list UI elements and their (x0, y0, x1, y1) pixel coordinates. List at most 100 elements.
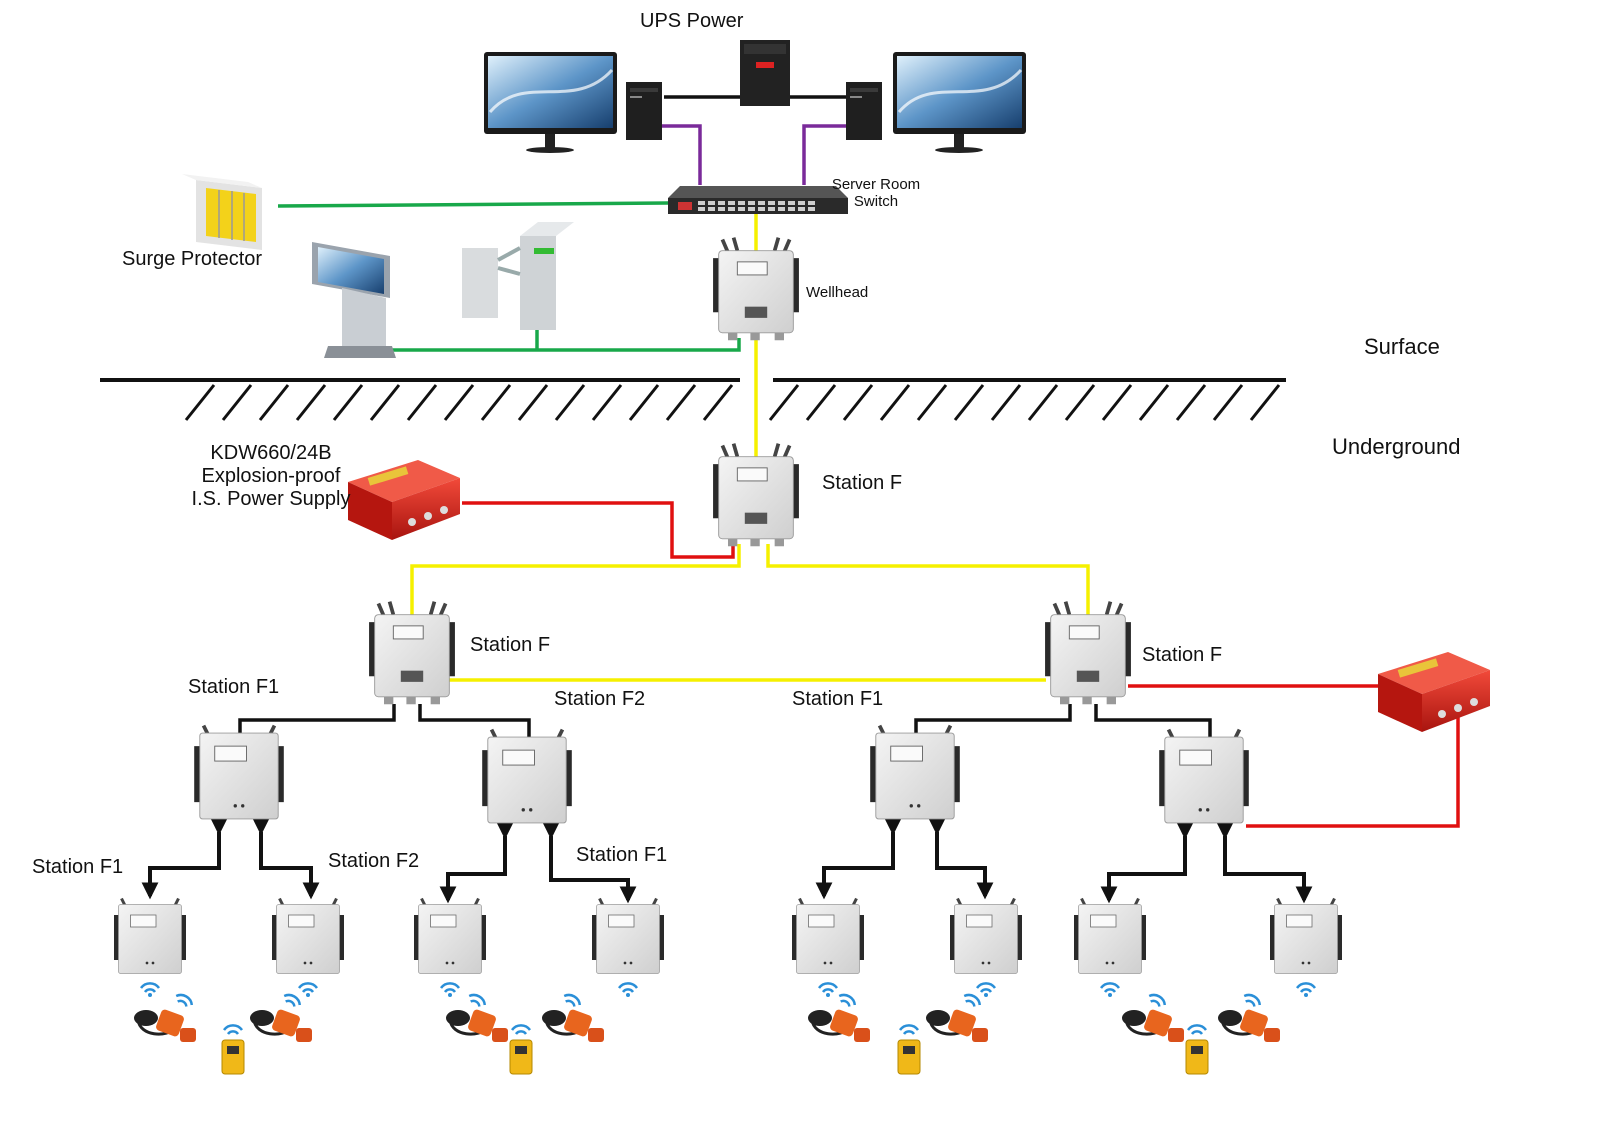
wireless-signal-icon (898, 1024, 920, 1035)
arrow-c2 (928, 818, 994, 900)
station-f-left-label: Station F (470, 634, 551, 656)
wireless-signal-icon (510, 1024, 532, 1035)
kiosk-link (362, 338, 741, 352)
server-link-left (649, 124, 702, 185)
cap-lamp-icon (446, 1009, 508, 1042)
surge-label: Surge Protector (122, 248, 263, 270)
tag-device-icon (1185, 1039, 1209, 1075)
lower-f2-label: Station F2 (328, 850, 420, 872)
cap-lamp-icon (1122, 1009, 1184, 1042)
cap-lamp-icon (926, 1009, 988, 1042)
monitor-icon (893, 52, 1026, 153)
lower-f1-label: Station F1 (576, 844, 668, 866)
base-station-icon (1043, 599, 1133, 707)
base-station-icon (192, 723, 286, 821)
tag-device-icon (221, 1039, 245, 1075)
arrow-a1 (141, 818, 228, 900)
cap-lamp-icon (542, 1009, 604, 1042)
base-station-icon (1072, 896, 1148, 976)
base-station-icon (868, 723, 962, 821)
wellhead-label: Wellhead (806, 284, 869, 301)
cap-lamp-icon (808, 1009, 870, 1042)
base-station-icon (270, 896, 346, 976)
base-station-icon (1157, 727, 1251, 825)
power-supply-icon (348, 460, 460, 540)
tag-device-icon (509, 1039, 533, 1075)
arrow-a2 (252, 818, 320, 900)
right-f1-label: Station F1 (792, 688, 884, 710)
power-supply-label: KDW660/24B Explosion-proof I.S. Power Su… (176, 442, 366, 511)
base-station-icon (790, 896, 866, 976)
server-switch-label-line1: Server Room (831, 176, 921, 193)
link-left-f2 (418, 704, 531, 746)
power-supply-icon (1378, 652, 1490, 732)
lower-left-f1-label: Station F1 (32, 856, 124, 878)
arrow-b2 (542, 822, 637, 904)
base-station-icon (711, 235, 801, 343)
base-station-icon (112, 896, 188, 976)
base-station-icon (367, 599, 457, 707)
wireless-signal-icon (817, 982, 839, 997)
wireless-signal-icon (963, 993, 982, 1007)
backbone-stationf-left (410, 544, 741, 625)
power-supply-label-line1: KDW660/24B (210, 442, 332, 464)
cap-lamp-icon (134, 1009, 196, 1042)
wireless-signal-icon (175, 993, 194, 1007)
station-f-main-label: Station F (822, 472, 903, 494)
tag-device-icon (897, 1039, 921, 1075)
station-f-right-label: Station F (1142, 644, 1223, 666)
wireless-signal-icon (1243, 993, 1262, 1007)
wireless-signal-icon (222, 1024, 244, 1035)
wireless-signal-icon (1295, 982, 1317, 997)
power-line-right-b (1246, 700, 1460, 828)
wireless-signal-icon (563, 993, 582, 1007)
base-station-icon (412, 896, 488, 976)
link-left-f1 (238, 704, 396, 742)
base-station-icon (590, 896, 666, 976)
wireless-signal-icon (617, 982, 639, 997)
wireless-signal-icon (1099, 982, 1121, 997)
server-switch-label: Server Room Switch (826, 176, 926, 211)
wireless-signal-icon (139, 982, 161, 997)
power-supply-label-line2: Explosion-proof (201, 465, 341, 487)
server-icon (846, 82, 882, 140)
link-right-f1 (914, 704, 1072, 742)
ups-icon (740, 40, 790, 106)
wireless-signal-icon (468, 993, 487, 1007)
server-switch-label-line2: Switch (853, 193, 899, 211)
wireless-signal-icon (1186, 1024, 1208, 1035)
turnstile-icon (462, 222, 574, 330)
base-station-icon (948, 896, 1024, 976)
power-line-main (462, 501, 735, 559)
surge-link (277, 201, 669, 208)
cap-lamp-icon (1218, 1009, 1280, 1042)
wireless-signal-icon (1148, 993, 1167, 1007)
left-f1-label: Station F1 (188, 676, 280, 698)
base-station-icon (711, 441, 801, 549)
cap-lamp-icon (250, 1009, 312, 1042)
wireless-signal-icon (838, 993, 857, 1007)
server-icon (626, 82, 662, 140)
arrow-b1 (439, 822, 514, 904)
arrow-d1 (1100, 822, 1194, 904)
kiosk-icon (312, 242, 396, 358)
underground-label: Underground (1332, 434, 1461, 459)
surface-label: Surface (1364, 334, 1440, 359)
arrow-c1 (815, 818, 902, 900)
server-link-right (802, 124, 853, 185)
left-f2-label: Station F2 (554, 688, 646, 710)
wireless-signal-icon (297, 982, 319, 997)
arrow-d2 (1216, 822, 1313, 904)
wireless-signal-icon (975, 982, 997, 997)
wireless-signal-icon (439, 982, 461, 997)
network-switch-icon (668, 186, 848, 214)
base-station-icon (480, 727, 574, 825)
ups-label: UPS Power (640, 10, 744, 32)
ground-line (100, 378, 1286, 421)
wireless-signal-icon (283, 993, 302, 1007)
backbone-stationf-right (766, 544, 1090, 625)
monitor-icon (484, 52, 617, 153)
base-station-icon (1268, 896, 1344, 976)
